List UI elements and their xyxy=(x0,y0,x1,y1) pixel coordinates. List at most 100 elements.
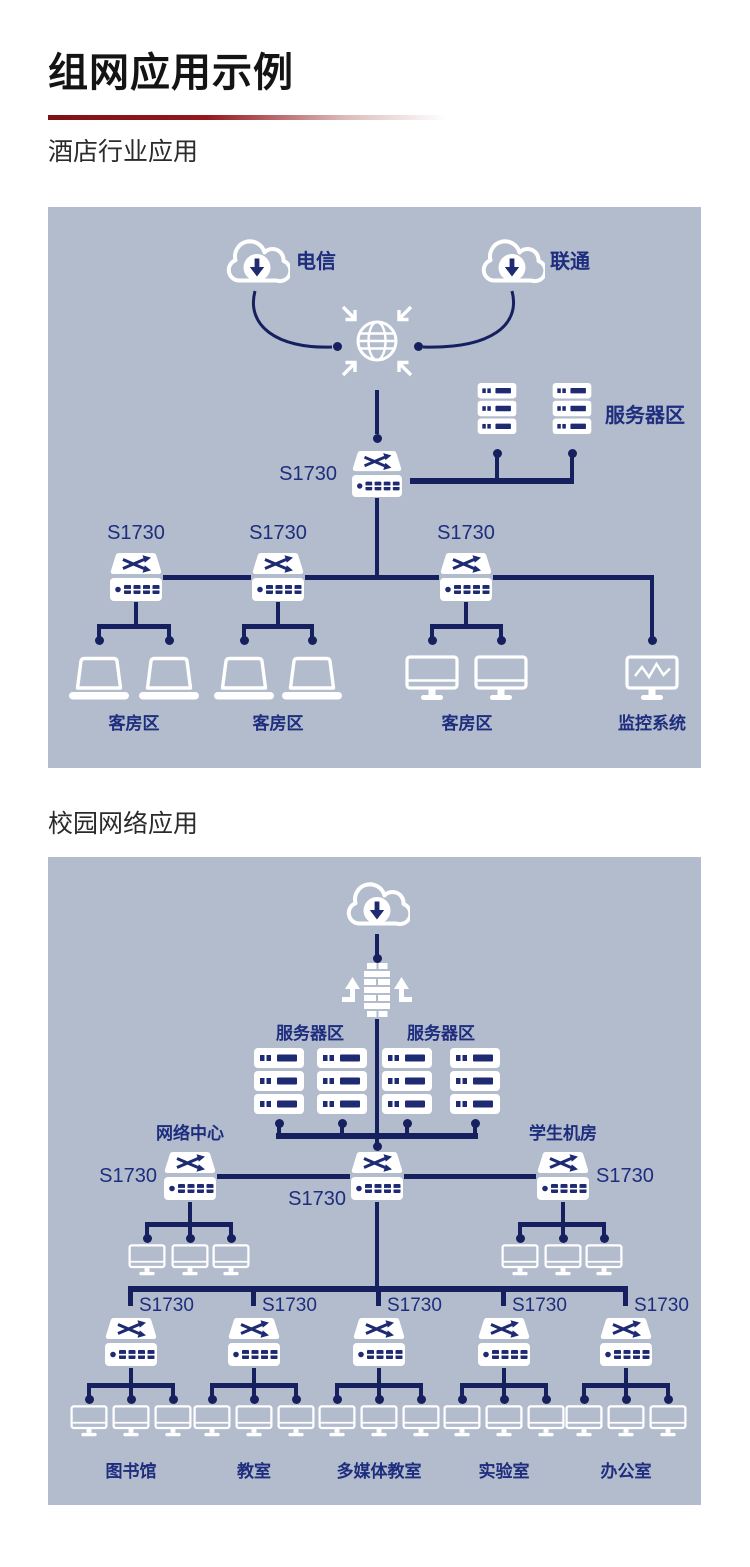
access-switch-label: S1730 xyxy=(437,522,495,544)
connector-line xyxy=(518,1222,606,1227)
connector-line xyxy=(277,1123,281,1135)
monitor-waveform-icon xyxy=(625,655,679,701)
desktop-icon xyxy=(70,1405,108,1437)
server-area-label: 服务器区 xyxy=(605,405,685,427)
connector-line xyxy=(404,1174,536,1179)
connector-line xyxy=(582,1386,586,1396)
laptop-icon xyxy=(213,655,275,701)
desktop-icon xyxy=(360,1405,398,1437)
desktop-icon xyxy=(112,1405,150,1437)
connection-dot xyxy=(185,1233,195,1243)
cloud-download-icon xyxy=(479,237,545,289)
connector-line xyxy=(129,1386,133,1396)
server-area-label: 服务器区 xyxy=(276,1024,344,1043)
connector-line xyxy=(87,1383,175,1388)
switch-icon xyxy=(227,1316,281,1368)
desktop-icon xyxy=(649,1405,687,1437)
isp-right-label: 联通 xyxy=(550,251,590,273)
connector-line xyxy=(473,1123,477,1135)
laptop-icon xyxy=(138,655,200,701)
hotel-diagram-panel: 电信 联通 S1730 服务器区 S1730 S1730 S1730 xyxy=(48,207,701,768)
switch-icon xyxy=(350,450,404,498)
desktop-icon xyxy=(527,1405,565,1437)
group-label: 客房区 xyxy=(252,714,304,733)
connector-line xyxy=(518,1225,522,1235)
uplink-curves xyxy=(252,290,515,349)
connector-line xyxy=(544,1386,548,1396)
connector-line xyxy=(502,1386,506,1396)
connector-line xyxy=(97,624,171,629)
connection-dot xyxy=(142,1233,152,1243)
connector-line xyxy=(495,453,499,480)
desktop-icon xyxy=(544,1244,582,1276)
switch-icon xyxy=(477,1316,531,1368)
student-room-label: 学生机房 xyxy=(529,1124,597,1143)
connector-line xyxy=(163,575,251,580)
connector-line xyxy=(570,453,574,480)
desktop-icon xyxy=(501,1244,539,1276)
connector-line xyxy=(602,1225,606,1235)
desktop-icon xyxy=(485,1405,523,1437)
connector-line xyxy=(501,1292,506,1306)
connector-line xyxy=(294,1386,298,1396)
cloud-download-icon xyxy=(344,880,410,932)
hotel-section-heading: 酒店行业应用 xyxy=(48,138,199,166)
switch-icon xyxy=(599,1316,653,1368)
connector-line xyxy=(624,1386,628,1396)
connector-line xyxy=(188,1225,192,1235)
bus-line xyxy=(128,1286,628,1292)
connector-line xyxy=(623,1292,628,1306)
connection-dot xyxy=(291,1394,301,1404)
access-switch-label: S1730 xyxy=(249,522,307,544)
isp-left-label: 电信 xyxy=(296,251,336,273)
left-switch-label: S1730 xyxy=(99,1165,157,1187)
desktop-icon xyxy=(565,1405,603,1437)
connector-line xyxy=(128,1292,133,1306)
connection-dot xyxy=(332,341,342,351)
server-stack-icon xyxy=(317,1048,367,1114)
connector-line xyxy=(167,629,171,638)
floor-switch-label: S1730 xyxy=(139,1295,194,1316)
switch-icon xyxy=(163,1150,217,1202)
desktop-icon xyxy=(193,1405,231,1437)
network-center-label: 网络中心 xyxy=(156,1124,224,1143)
connector-line xyxy=(561,1225,565,1235)
connector-line xyxy=(430,629,434,638)
floor-switch-label: S1730 xyxy=(512,1295,567,1316)
connector-line xyxy=(376,1292,381,1306)
accent-rule xyxy=(48,115,445,120)
connector-line xyxy=(210,1383,298,1388)
switch-icon xyxy=(439,552,493,602)
connection-dot xyxy=(647,635,657,645)
core-switch-label: S1730 xyxy=(288,1188,346,1210)
access-switch-label: S1730 xyxy=(107,522,165,544)
floor-group-label: 多媒体教室 xyxy=(336,1462,422,1481)
connector-line xyxy=(217,1174,350,1179)
laptop-icon xyxy=(281,655,343,701)
desktop-icon xyxy=(277,1405,315,1437)
connection-dot xyxy=(579,1394,589,1404)
desktop-icon xyxy=(607,1405,645,1437)
server-stack-icon xyxy=(450,1048,500,1114)
connector-line xyxy=(650,578,654,637)
connector-line xyxy=(375,1202,379,1292)
campus-diagram-panel: 服务器区 服务器区 网络中心 学生机房 S1730 S1730 S1730 xyxy=(48,857,701,1505)
connection-dot xyxy=(226,1233,236,1243)
right-switch-label: S1730 xyxy=(596,1165,654,1187)
monitoring-label: 监控系统 xyxy=(618,714,686,733)
desktop-icon xyxy=(212,1244,250,1276)
connection-dot xyxy=(663,1394,673,1404)
connection-dot xyxy=(499,1394,509,1404)
connection-dot xyxy=(164,635,174,645)
connection-dot xyxy=(374,1394,384,1404)
connector-line xyxy=(460,1383,548,1388)
connection-dot xyxy=(239,635,249,645)
connection-dot xyxy=(496,635,506,645)
globe-icon xyxy=(335,299,419,383)
connector-line xyxy=(375,934,379,955)
switch-icon xyxy=(104,1316,158,1368)
floor-group-label: 实验室 xyxy=(478,1462,530,1481)
connector-line xyxy=(430,624,503,629)
group-label: 客房区 xyxy=(108,714,160,733)
connector-line xyxy=(145,1222,233,1227)
